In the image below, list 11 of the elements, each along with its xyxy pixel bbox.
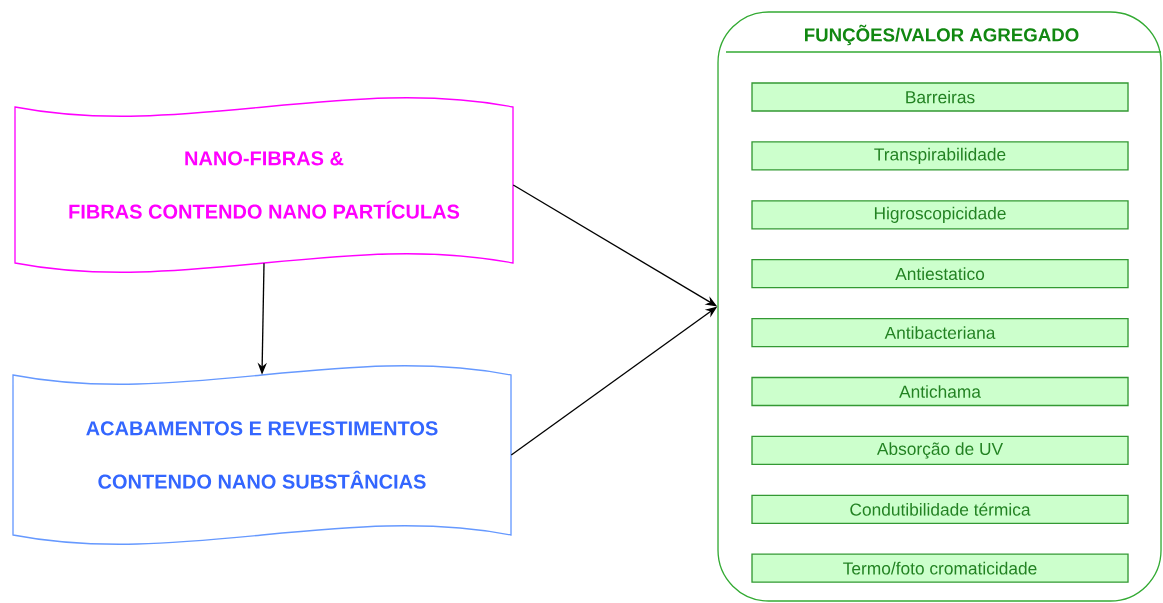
function-box: Absorção de UV: [751, 435, 1129, 466]
function-box: Antiestatico: [751, 259, 1129, 289]
function-box: Antibacteriana: [751, 317, 1129, 348]
function-box: Termo/foto cromaticidade: [751, 553, 1129, 583]
function-box: Condutibilidade térmica: [751, 494, 1129, 524]
function-box: Higroscopicidade: [751, 200, 1129, 230]
wave-banner: NANO-FIBRAS & FIBRAS CONTENDO NANO PARTÍCULAS: [14, 97, 514, 273]
function-box: Antichama: [751, 376, 1129, 407]
wave-banner: ACABAMENTOS E REVESTIMENTOS CONTENDO NANO SUBSTÂNCIAS: [12, 365, 512, 545]
function-box: Transpirabilidade: [751, 141, 1129, 171]
function-box: Barreiras: [751, 82, 1129, 112]
